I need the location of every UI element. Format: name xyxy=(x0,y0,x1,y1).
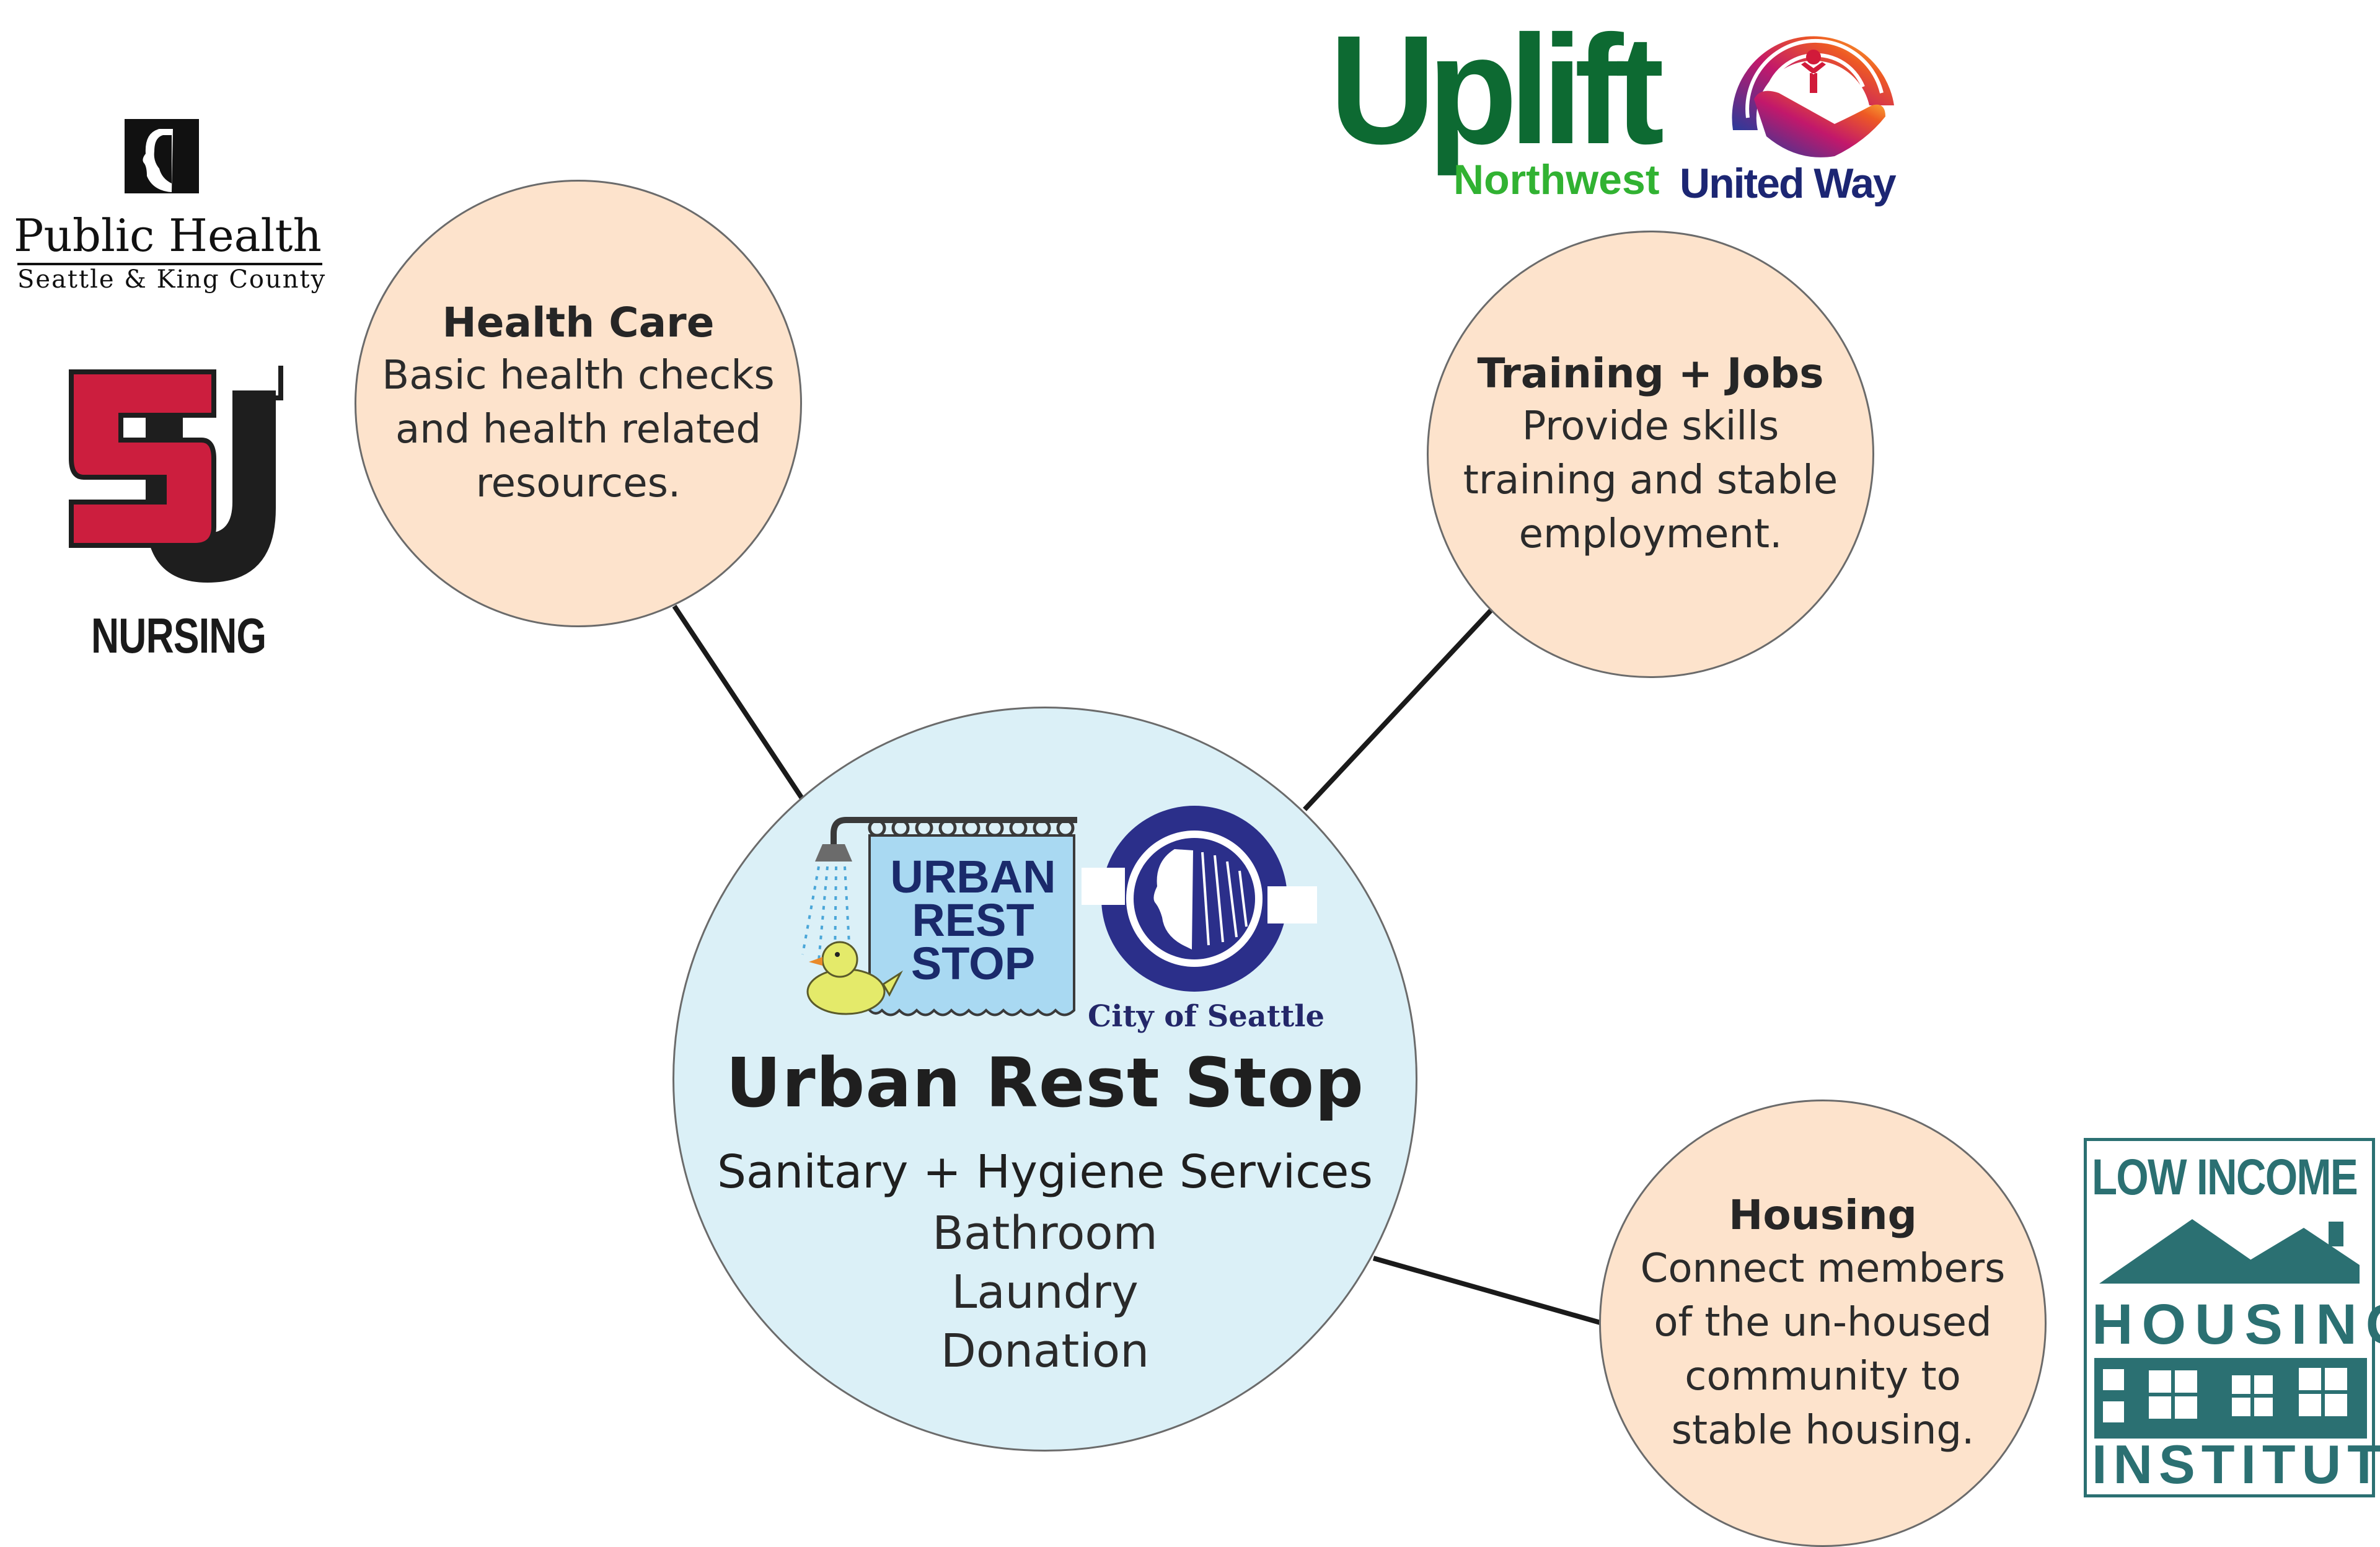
urban-rest-stop-hub: Urban Rest Stop Sanitary + Hygiene Servi… xyxy=(672,707,1417,1452)
service-donation: Donation xyxy=(940,1324,1150,1378)
public-health-name: Public Health xyxy=(14,209,322,262)
health-care-line-1: Basic health checks xyxy=(382,353,775,399)
city-of-seattle-logo: City of Seattle xyxy=(1082,793,1324,1041)
public-health-logo: Public Health Seattle & King County xyxy=(14,117,327,302)
nursing-label: NURSING xyxy=(91,608,267,663)
hub-title: Urban Rest Stop xyxy=(726,1043,1364,1122)
housing-line-3: community to xyxy=(1685,1353,1961,1399)
service-bathroom: Bathroom xyxy=(932,1207,1158,1260)
connector-health-care xyxy=(672,604,804,800)
housing-title: Housing xyxy=(1729,1191,1917,1240)
housing-node: Housing Connect members of the un-housed… xyxy=(1599,1100,2047,1547)
uplift-northwest-logo: Uplift Northwest xyxy=(1329,3,1664,203)
training-jobs-node: Training + Jobs Provide skills training … xyxy=(1427,231,1874,678)
united-way-logo: United Way xyxy=(1673,0,1946,211)
shower-curtain-icon xyxy=(801,817,1077,1016)
seattle-u-nursing-logo: NURSING xyxy=(59,347,294,669)
city-of-seattle-name: City of Seattle xyxy=(1088,999,1325,1034)
public-health-rule xyxy=(17,263,322,265)
uplift-name: Uplift xyxy=(1329,3,1664,176)
urs-line-2: REST xyxy=(912,894,1034,946)
health-care-line-3: resources. xyxy=(475,461,681,507)
urban-rest-stop-logo-text: URBAN REST STOP xyxy=(871,851,1075,989)
united-way-hand-icon xyxy=(1732,36,1894,157)
housing-line-4: stable housing. xyxy=(1671,1407,1975,1453)
urs-line-3: STOP xyxy=(910,938,1036,989)
urban-rest-stop-logo: URBAN REST STOP xyxy=(796,806,1088,1035)
lih-line-2: HOUSING xyxy=(2092,1293,2380,1356)
connector-training-jobs xyxy=(1303,606,1496,811)
hub-subtitle: Sanitary + Hygiene Services xyxy=(717,1145,1373,1199)
health-care-title: Health Care xyxy=(442,298,715,346)
rubber-duck-icon xyxy=(806,941,903,1015)
training-jobs-title: Training + Jobs xyxy=(1477,349,1824,397)
housing-line-2: of the un-housed xyxy=(1654,1299,1992,1346)
seattle-u-mark-icon xyxy=(69,366,283,583)
lih-windows-icon xyxy=(2094,1358,2367,1439)
health-care-line-2: and health related xyxy=(395,407,762,453)
hub-services-list: Bathroom Laundry Donation xyxy=(674,1204,1416,1381)
lih-rooftops-icon xyxy=(2099,1219,2360,1284)
training-jobs-line-1: Provide skills xyxy=(1522,403,1779,450)
uplift-northwest-sub: Northwest xyxy=(1453,156,1660,203)
seattle-seal-icon xyxy=(1082,806,1317,992)
training-jobs-line-2: training and stable xyxy=(1463,457,1838,504)
training-jobs-line-3: employment. xyxy=(1518,511,1783,558)
low-income-housing-logo: LOW INCOME HOUSING INSTITUTE xyxy=(2084,1138,2380,1497)
urs-line-1: URBAN xyxy=(890,851,1056,902)
lih-line-1: LOW INCOME xyxy=(2092,1149,2358,1205)
health-care-node: Health Care Basic health checks and heal… xyxy=(355,180,802,627)
housing-line-1: Connect members xyxy=(1640,1245,2006,1292)
public-health-portrait-icon xyxy=(125,119,199,193)
united-way-name: United Way xyxy=(1680,160,1897,207)
public-health-sub: Seattle & King County xyxy=(17,265,327,294)
connector-housing xyxy=(1372,1256,1602,1325)
lih-line-3: INSTITUTE xyxy=(2092,1434,2380,1495)
service-laundry: Laundry xyxy=(951,1266,1139,1319)
